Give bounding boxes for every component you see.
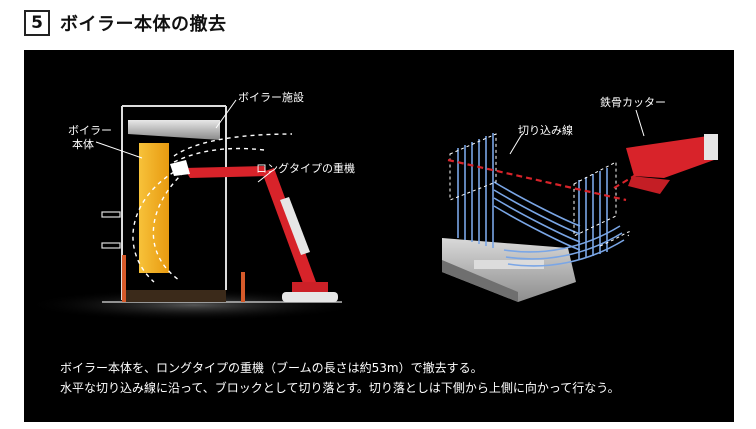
caption-line-2: 水平な切り込み線に沿って、ブロックとして切り落とす。切り落としは下側から上側に向…: [60, 381, 620, 395]
long-reach-crane: [170, 160, 338, 302]
section-title: ボイラー本体の撤去: [60, 14, 227, 35]
caption-line-1: ボイラー本体を、ロングタイプの重機（ブームの長さは約53m）で撤去する。: [60, 361, 483, 375]
label-boiler-body-line1: ボイラー: [68, 124, 112, 137]
window-upper: [101, 211, 121, 218]
cutter-arm: [704, 134, 718, 160]
boiler-removal-illustration: ボイラー施設 ボイラー 本体 ロングタイプの重機: [24, 90, 718, 321]
rubble-pile: [126, 290, 226, 302]
crane-track: [282, 292, 338, 302]
crane-boom-panel: [280, 197, 310, 255]
window-lower: [101, 242, 121, 249]
diagram-panel: ボイラー施設 ボイラー 本体 ロングタイプの重機: [24, 50, 734, 422]
boiler-body-block: [139, 143, 169, 273]
crane-lower-boom: [262, 168, 316, 286]
label-boiler-facility: ボイラー施設: [238, 90, 304, 104]
crane-attachment: [170, 160, 190, 176]
section-header: 5 ボイラー本体の撤去: [24, 8, 227, 38]
label-steel-cutter: 鉄骨カッター: [600, 95, 666, 109]
crane-cab: [292, 282, 328, 294]
label-long-crane: ロングタイプの重機: [256, 161, 355, 175]
column-right: [241, 272, 245, 302]
floor-glow: [24, 289, 364, 321]
label-boiler-body-line2: 本体: [72, 137, 94, 151]
crane-upper-boom: [184, 166, 268, 178]
steel-cutter: [626, 134, 718, 194]
cutter-body: [626, 136, 714, 178]
leader-lines-right: [509, 109, 645, 155]
leader-lines-left: [95, 99, 273, 183]
dashed-outline-upper: [449, 133, 631, 247]
swing-arcs: [132, 133, 293, 283]
step-number-badge: 5: [24, 10, 50, 36]
tube-bank-structure: [442, 133, 665, 302]
tube-lines: [457, 133, 625, 267]
cutter-jaw: [628, 176, 670, 194]
caption: ボイラー本体を、ロングタイプの重機（ブームの長さは約53m）で撤去する。 水平な…: [60, 358, 720, 398]
boiler-facility-hopper: [128, 120, 220, 140]
label-cut-line: 切り込み線: [518, 123, 573, 137]
support-base-side: [442, 260, 518, 302]
support-base: [442, 238, 576, 302]
column-left: [122, 255, 126, 302]
cut-line: [447, 158, 627, 202]
